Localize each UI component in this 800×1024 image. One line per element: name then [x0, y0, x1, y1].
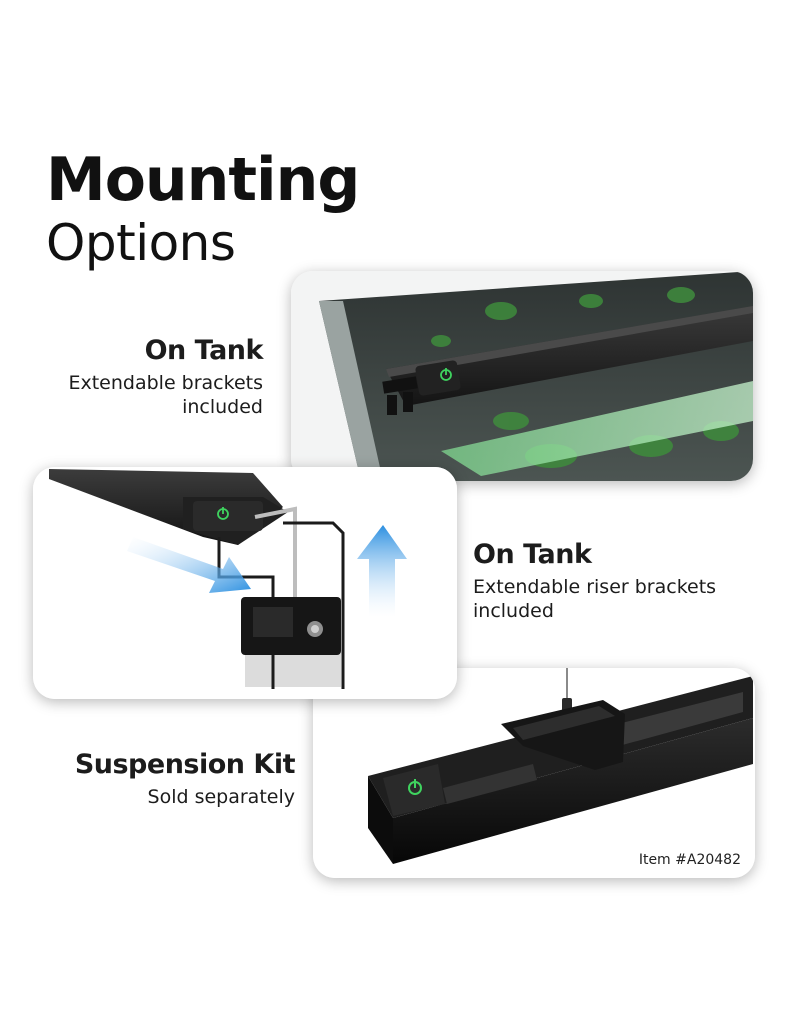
- option-description-line: Extendable riser brackets: [473, 575, 717, 598]
- riser-bracket-image: [33, 467, 457, 699]
- option-description-line: included: [473, 599, 554, 622]
- title-line-1: Mounting: [46, 145, 360, 215]
- option-riser-caption: On Tank Extendable riser brackets includ…: [473, 538, 716, 623]
- power-icon: [408, 779, 422, 795]
- option-description-line: Extendable brackets: [68, 371, 263, 394]
- arrow-icon: [357, 525, 407, 617]
- option-suspension-caption: Suspension Kit Sold separately: [74, 748, 296, 810]
- option-on-tank-caption: On Tank Extendable brackets included: [68, 334, 263, 419]
- power-icon: [440, 368, 452, 381]
- option-title: Suspension Kit: [74, 749, 296, 780]
- option-title: On Tank: [144, 335, 264, 366]
- aquarium-light-on-tank-image: [291, 271, 753, 481]
- option-description-line: included: [182, 395, 263, 418]
- suspension-kit-image-card: Item #A20482: [313, 668, 755, 878]
- title-line-2: Options: [46, 214, 236, 272]
- page-title: Mounting Options: [46, 145, 360, 272]
- option-description-line: Sold separately: [147, 785, 295, 808]
- power-icon: [217, 507, 229, 520]
- suspension-kit-image: [313, 668, 755, 878]
- option-title: On Tank: [473, 539, 592, 570]
- item-number: Item #A20482: [638, 852, 741, 868]
- arrow-icon: [127, 537, 251, 593]
- riser-bracket-image-card: [33, 467, 457, 699]
- on-tank-image-card: [291, 271, 753, 481]
